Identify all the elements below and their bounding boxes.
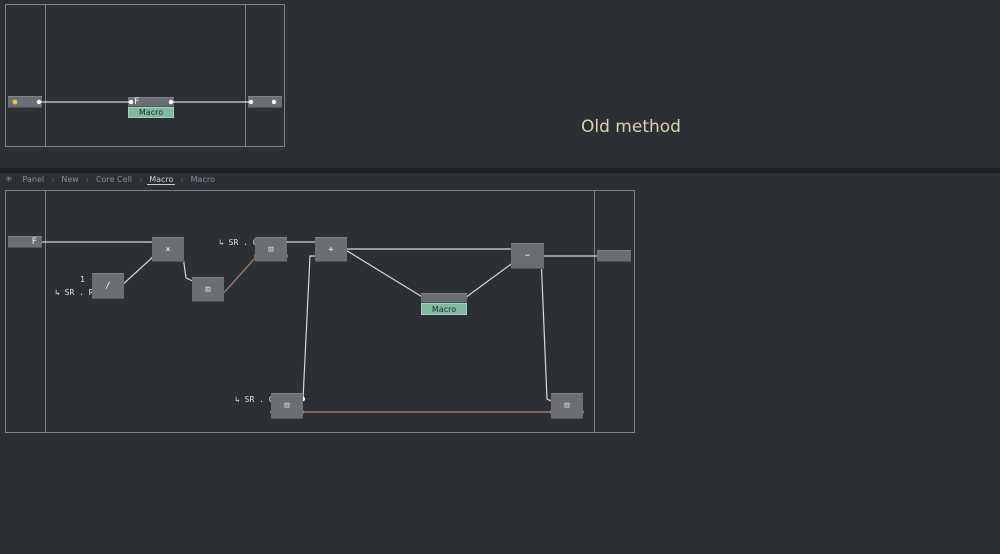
subtract-op-label: − [524,251,531,261]
old-method-annotation: Old method [581,117,681,137]
sr-c-top-input-label: ↳ SR . C [219,238,258,247]
breadcrumb-item-macro-active[interactable]: Macro [147,174,176,185]
breadcrumb-item-core-cell[interactable]: Core Cell [96,175,133,184]
chevron-right-icon: › [139,175,143,184]
old-method-input-divider [45,4,46,147]
divide-node[interactable]: / [92,273,124,299]
macro-tag[interactable]: Macro [421,303,467,315]
state-write-icon: ⊡ [205,284,211,295]
pane-splitter[interactable] [0,168,1000,172]
old-output-node[interactable] [248,96,282,108]
old-macro-input-label: F [134,97,140,107]
chevron-right-icon: › [85,175,89,184]
graph-input-f-label: F [31,237,37,247]
macro-output-divider [594,190,595,433]
top-pane [0,0,1000,169]
sr-r-input-label: ↳ SR . R [55,288,94,297]
breadcrumb: ✳ Panel › New › Core Cell › Macro › Macr… [0,172,640,187]
state-read-icon: ⊡ [284,401,290,411]
breadcrumb-item-macro[interactable]: Macro [190,175,215,184]
old-method-output-divider [245,4,246,147]
breadcrumb-item-panel[interactable]: Panel [22,175,45,184]
add-node[interactable]: + [315,237,347,262]
graph-input-f[interactable]: F [8,236,42,248]
sr-c-bottom-input-label: ↳ SR . C [235,395,274,404]
subtract-node[interactable]: − [511,243,544,269]
gear-icon[interactable]: ✳ [5,174,13,185]
state-write-node-bottom[interactable]: ⊡ [551,393,583,419]
old-macro-node[interactable]: F [128,97,174,107]
state-read-node-top[interactable]: ⊡ [255,237,287,262]
macro-graph-frame [5,190,635,433]
chevron-right-icon: › [180,175,184,184]
state-read-icon: ⊡ [268,244,274,255]
macro-input-divider [45,190,46,433]
macro-node[interactable] [421,293,467,303]
old-input-node[interactable] [8,96,42,108]
multiply-node[interactable]: × [152,237,184,262]
chevron-right-icon: › [51,175,55,184]
constant-one-label: 1 [80,275,85,284]
old-macro-tag[interactable]: Macro [128,107,174,118]
state-write-node[interactable]: ⊡ [192,277,224,302]
state-read-node-bottom[interactable]: ⊡ [271,393,303,419]
multiply-op-label: × [165,244,171,255]
add-op-label: + [328,244,334,255]
divide-op-label: / [105,281,111,291]
bottom-pane [0,172,1000,554]
breadcrumb-item-new[interactable]: New [61,175,79,184]
old-method-frame [5,4,285,147]
state-write-icon: ⊡ [564,401,570,411]
graph-output-node[interactable] [597,250,631,262]
